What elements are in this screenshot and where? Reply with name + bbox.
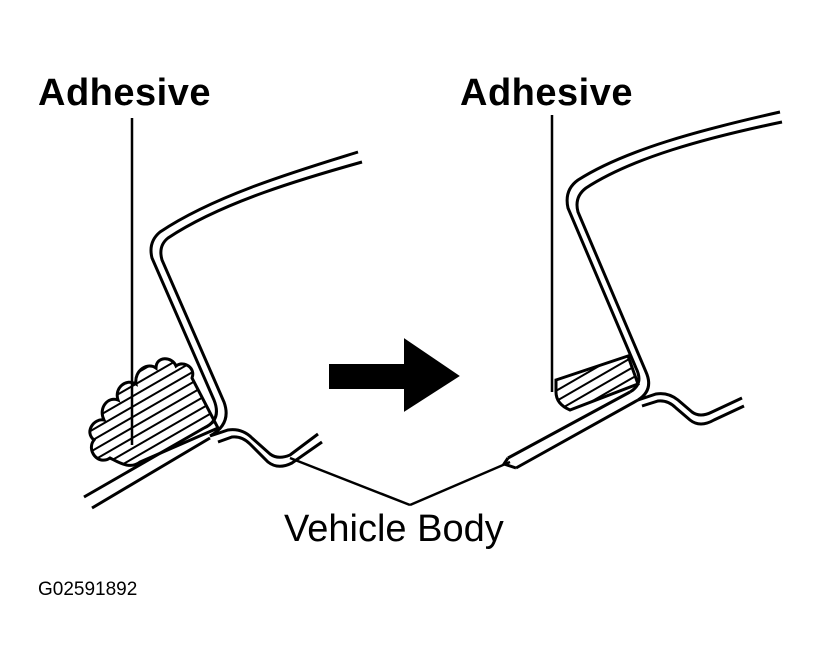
vehicle-body-right-lower <box>641 399 745 426</box>
figure-code: G02591892 <box>38 579 138 600</box>
leader-vehicle-body-left <box>289 456 411 507</box>
adhesive-block-right <box>554 354 640 412</box>
glass-edge-left-lower <box>91 436 211 510</box>
panel-inner-left <box>159 160 363 438</box>
panel-outer-left <box>149 150 359 430</box>
glass-edge-left-upper <box>83 426 205 499</box>
vehicle-body-right-upper <box>637 392 743 417</box>
panel-inner-right <box>575 120 783 402</box>
adhesive-bead-left <box>88 357 221 467</box>
leader-vehicle-body-right <box>409 460 511 507</box>
right-after-drawing <box>501 110 783 470</box>
adhesive-label-left: Adhesive <box>38 72 211 114</box>
arrow-right-icon <box>329 338 460 412</box>
glass-edge-right-upper <box>507 390 631 460</box>
glass-edge-right-lower <box>515 398 639 470</box>
panel-outer-right <box>565 110 781 394</box>
vehicle-body-label: Vehicle Body <box>284 508 504 550</box>
vehicle-body-left-upper <box>209 428 319 459</box>
adhesive-label-right: Adhesive <box>460 72 633 114</box>
left-before-drawing <box>83 150 363 510</box>
vehicle-body-left-lower <box>217 435 323 468</box>
